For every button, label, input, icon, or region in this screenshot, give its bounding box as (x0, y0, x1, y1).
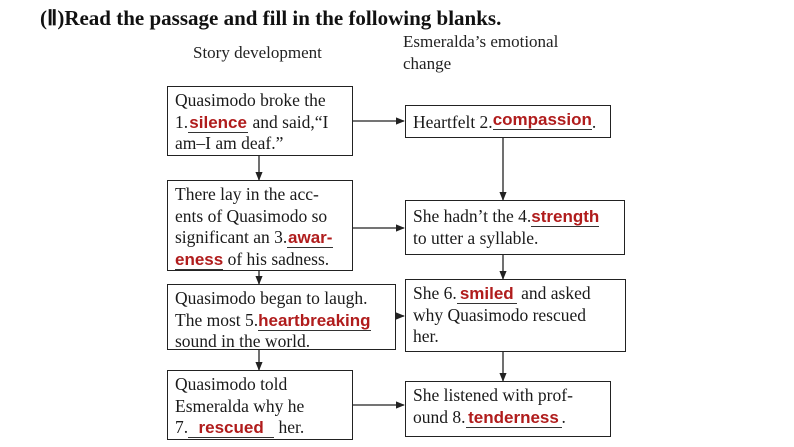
blank-answer-2: compassion (492, 110, 592, 130)
emotion3-line2: why Quasimodo rescued (413, 304, 587, 325)
box3-line3: sound in the world. (175, 331, 311, 350)
story-box-4: Quasimodo told Esmeralda why he 7.rescue… (167, 370, 353, 440)
blank-number-1: 1. (175, 111, 189, 132)
blank-answer-3a: awar- (287, 228, 334, 248)
emotion4-line2-tail: . (561, 406, 566, 427)
emotion3-line3: her. (413, 326, 439, 346)
emotion1-head: Heartfelt 2. (413, 112, 493, 132)
story-box-3: Quasimodo began to laugh. The most 5.hea… (167, 284, 396, 350)
emotion3-tail: and asked (516, 283, 591, 303)
blank-answer-4: strength (531, 207, 600, 227)
blank-answer-3b: eness (175, 249, 224, 270)
story-box-1: Quasimodo broke the 1.silence and said,“… (167, 86, 353, 156)
right-column-title: Esmeralda’s emotional change (403, 31, 558, 75)
box2-line3-head: significant an 3. (175, 227, 288, 247)
left-column-title: Story development (193, 43, 322, 62)
emotion-box-1: Heartfelt 2.compassion. (405, 105, 611, 138)
right-column-title-line1: Esmeralda’s emotional (403, 32, 559, 51)
emotion3-head: She 6. (413, 283, 457, 303)
box4-line3-head: 7. (175, 417, 189, 437)
box1-line2-tail: and said,“I (248, 111, 329, 132)
blank-answer-7: rescued (188, 419, 275, 438)
story-box-2: There lay in the acc- ents of Quasimodo … (167, 180, 353, 271)
box2-line1: There lay in the acc- (175, 184, 319, 204)
right-column-title-line2: change (403, 54, 452, 73)
emotion4-line1: She listened with prof- (413, 385, 573, 405)
box3-line1: Quasimodo began to laugh. (175, 288, 368, 308)
box4-line3-tail: her. (274, 417, 305, 437)
emotion-box-4: She listened with prof- ound 8.tendernes… (405, 381, 611, 437)
emotion-box-3: She 6.smiled and asked why Quasimodo res… (405, 279, 626, 352)
emotion1-tail: . (591, 112, 597, 132)
blank-answer-1: silence (188, 112, 249, 133)
blank-answer-6: smiled (456, 285, 517, 304)
emotion2-head: She hadn’t the 4. (413, 206, 532, 226)
box1-line1: Quasimodo broke the (175, 90, 326, 110)
emotion2-line2: to utter a syllable. (413, 227, 539, 248)
exercise-heading: (Ⅱ)Read the passage and fill in the foll… (40, 6, 502, 30)
emotion-box-2: She hadn’t the 4.strength to utter a syl… (405, 200, 625, 255)
box1-line3: am–I am deaf.” (175, 133, 284, 153)
blank-answer-5: heartbreaking (258, 310, 371, 331)
box3-line2-head: The most 5. (175, 309, 259, 330)
box4-line1: Quasimodo told (175, 374, 288, 394)
box2-line4-tail: of his sadness. (223, 248, 330, 269)
blank-answer-8: tenderness (465, 408, 562, 428)
emotion4-line2-head: ound 8. (413, 406, 466, 427)
box4-line2: Esmeralda why he (175, 395, 305, 416)
box2-line2: ents of Quasimodo so (175, 205, 328, 226)
